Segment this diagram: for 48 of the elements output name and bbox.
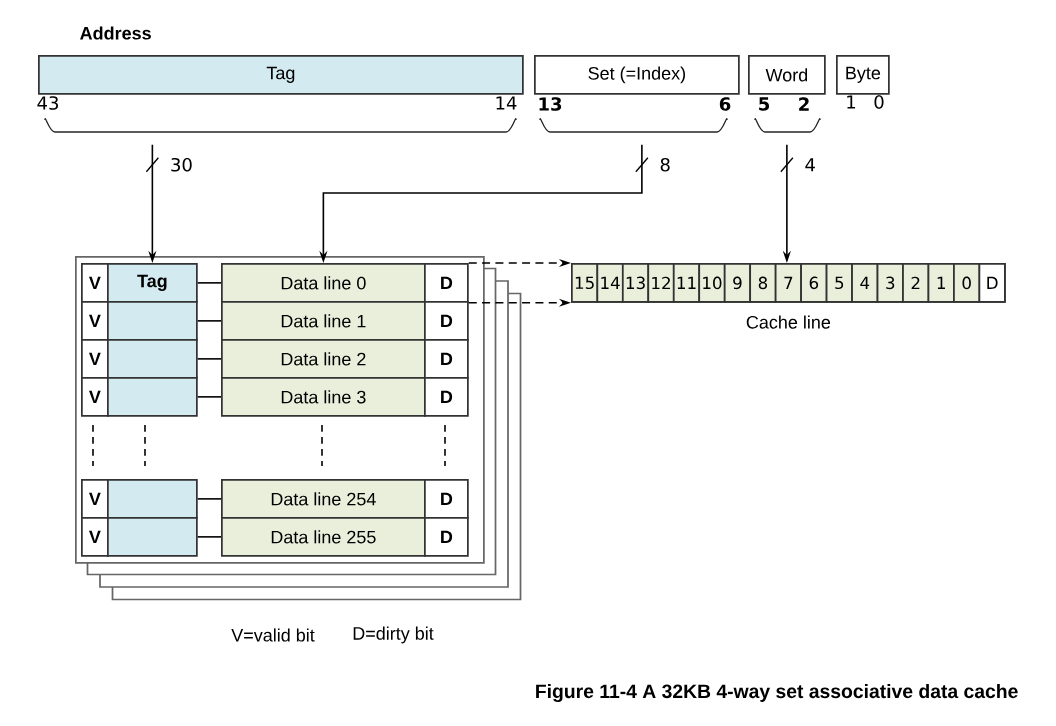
valid-bit-cell: V (81, 517, 109, 557)
connector-line (196, 498, 222, 500)
valid-bit-cell: V (81, 377, 109, 417)
set-field: Set (=Index) (534, 55, 740, 95)
tag-cell (107, 517, 198, 557)
tag-field: Tag (38, 55, 524, 95)
connector-line (196, 320, 222, 322)
data-line-cell: Data line 2 (221, 339, 426, 379)
data-line-cell: Data line 0 (221, 263, 426, 303)
bit-number: 6 (719, 97, 731, 111)
key-text: D=dirty bit (353, 626, 434, 644)
edge-label: 8 (660, 157, 670, 172)
bit-number: 13 (539, 97, 562, 111)
edge-label: 4 (805, 158, 815, 172)
tag-cell (107, 339, 198, 379)
figure-caption: Figure 11-4 A 32KB 4-way set associative data cache (536, 683, 1018, 703)
dirty-bit-cell: D (424, 517, 469, 557)
connector-line (196, 282, 222, 284)
key-text: V=valid bit (231, 628, 315, 642)
edge-label: 30 (171, 157, 192, 172)
bit-number: 14 (496, 96, 517, 110)
valid-bit-cell: V (81, 263, 109, 303)
dirty-bit-cell: D (424, 339, 469, 379)
data-line-cell: Data line 254 (221, 479, 426, 519)
tag-cell (107, 479, 198, 519)
valid-bit-cell: V (81, 479, 109, 519)
tag-cell (107, 377, 198, 417)
bit-number: 2 (799, 97, 809, 111)
dirty-bit-cell: D (424, 301, 469, 341)
data-line-cell: Data line 3 (221, 377, 426, 417)
dirty-bit-cell: D (424, 263, 469, 303)
tag-cell: Tag (107, 263, 198, 303)
bit-number: 1 (847, 95, 856, 109)
connector-line (196, 358, 222, 360)
bit-number: 0 (874, 95, 884, 109)
tag-cell (107, 301, 198, 341)
word-field: Word (748, 55, 826, 95)
bit-number: 5 (759, 97, 769, 111)
connector-line (196, 536, 222, 538)
byte-field: Byte (836, 55, 890, 95)
connector-line (196, 396, 222, 398)
dirty-bit-cell: D (424, 377, 469, 417)
valid-bit-cell: V (81, 339, 109, 379)
box-caption: Cache line (746, 315, 831, 329)
data-line-cell: Data line 255 (221, 517, 426, 557)
data-line-cell: Data line 1 (221, 301, 426, 341)
valid-bit-cell: V (81, 301, 109, 341)
dirty-bit-cell: D (424, 479, 469, 519)
